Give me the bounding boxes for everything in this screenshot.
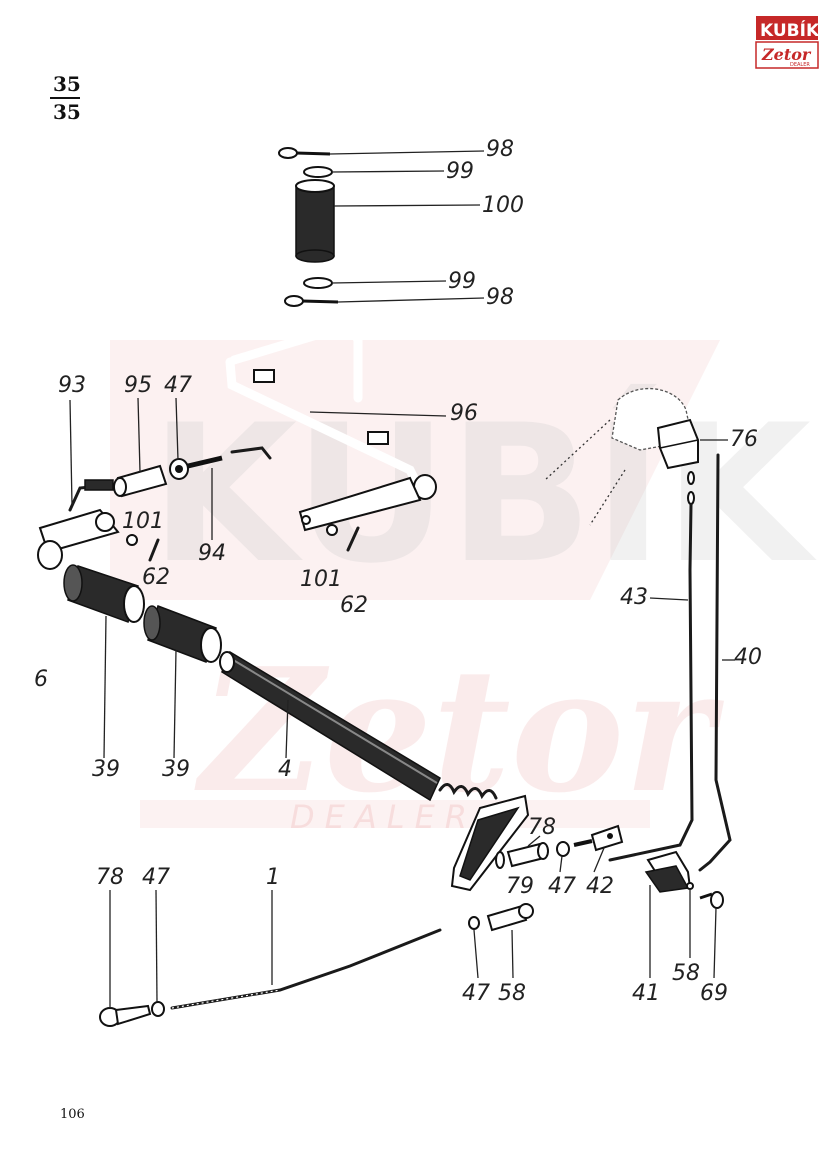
rod-40 [698,453,732,872]
label-100: 100 [482,193,524,218]
page-number: 106 [60,1107,85,1122]
pin-79 [495,851,505,869]
svg-text:KUBÍK: KUBÍK [760,19,820,41]
split-pin-62-right [346,526,360,552]
bolt-69 [699,891,724,909]
label-98-bottom: 98 [486,285,514,310]
svg-text:KUBÍK: KUBÍK [150,383,817,605]
label-39-right: 39 [162,757,190,782]
label-79: 79 [506,874,534,899]
svg-text:Zetor: Zetor [194,631,724,831]
washer-58-right [686,882,694,890]
label-58-right: 58 [672,961,700,986]
label-78-lower: 78 [96,865,124,890]
label-40: 40 [734,645,762,670]
spring-and-pedal [438,783,530,892]
lever-96 [225,319,437,532]
label-96: 96 [450,401,478,426]
spacer-95 [113,464,168,498]
mounting-housing [544,387,699,526]
screw-94 [187,446,272,469]
washer-99-top [303,166,333,178]
nut-47-left [151,1001,165,1017]
pin-78-upper [506,842,549,868]
label-43: 43 [620,585,648,610]
header-denominator: 35 [53,100,81,124]
bush-39-left [63,564,145,623]
label-98-top: 98 [486,137,514,162]
label-58-mid: 58 [498,981,526,1006]
kubik-zetor-logo: KUBÍK Zetor DEALER [755,16,820,69]
bracket-left [37,508,120,570]
svg-text:DEALER: DEALER [290,798,477,836]
label-41: 41 [632,981,660,1006]
label-95: 95 [124,373,152,398]
label-47-right: 47 [548,874,576,899]
washer-101-right [326,524,338,536]
header-numerator: 35 [53,72,81,96]
bracket-41 [644,850,692,893]
label-47-upper: 47 [164,373,192,398]
label-78-upper: 78 [528,815,556,840]
label-101-left: 101 [122,509,164,534]
label-4: 4 [278,757,292,782]
cotter-pin-98-top [278,147,331,159]
leader-lines [69,150,735,1008]
label-94: 94 [198,541,226,566]
nut-47-mid [468,916,480,930]
label-93: 93 [58,373,86,398]
rod-1 [170,928,442,1010]
clevis-42 [573,824,624,852]
split-pin-62-left [148,538,160,562]
watermark: KUBÍK Zetor DEALER [110,340,817,836]
label-62-left: 62 [142,565,170,590]
label-101-right: 101 [300,567,342,592]
nut-47-upper [169,458,189,480]
label-42: 42 [586,874,614,899]
washer-99-bottom [303,277,333,289]
nut-47-right [556,841,570,857]
label-69: 69 [700,981,728,1006]
label-39-left: 39 [92,757,120,782]
ball-joint-78 [99,1004,152,1027]
ball-joint-58 [486,903,534,932]
svg-text:Zetor: Zetor [761,45,812,64]
cotter-pin-98-bottom [284,295,339,307]
label-99-top: 99 [446,159,474,184]
label-62-right: 62 [340,593,368,618]
cable-43 [608,471,695,862]
label-99-bottom: 99 [448,269,476,294]
svg-text:DEALER: DEALER [790,62,810,68]
label-47-left: 47 [142,865,170,890]
bolt-93 [68,479,114,512]
label-76: 76 [730,427,758,452]
bush-100 [295,179,335,263]
label-1: 1 [266,865,280,890]
bush-39-right [143,605,222,663]
label-side-mark: 6 [34,667,48,692]
washer-101-left [126,534,138,546]
part-number-labels: 98 99 100 99 98 93 95 47 96 76 101 62 94… [34,137,762,1006]
label-47-mid: 47 [462,981,490,1006]
shaft-4 [219,650,441,802]
